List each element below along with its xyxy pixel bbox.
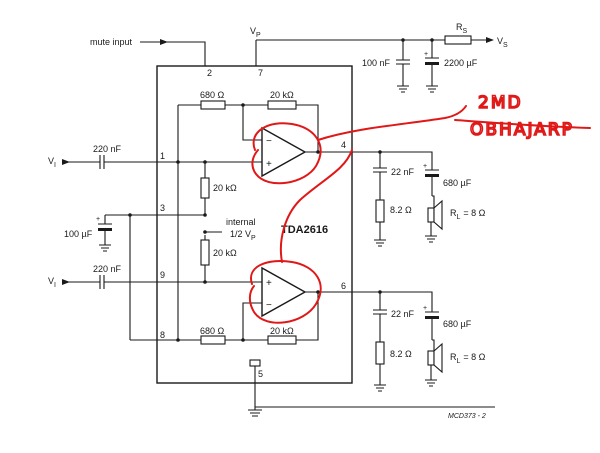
top-feedback-path: [178, 104, 319, 152]
opamp-bottom: [261, 266, 307, 318]
input-top: [62, 155, 262, 169]
red-annotation: [248, 105, 591, 324]
pin-7: 7: [258, 68, 263, 78]
svg-text:+: +: [423, 305, 427, 312]
res-82-top-label: 8.2 Ω: [390, 205, 412, 215]
cap-680u-top-label: 680 µF: [443, 178, 472, 188]
red-line-to-bottom: [279, 149, 353, 263]
pin-3: 3: [160, 203, 165, 213]
pin3-decoupling: +: [96, 213, 205, 252]
cap-2200u-label: 2200 µF: [444, 58, 478, 68]
resistor-20k-top: [267, 100, 297, 110]
top-inv-input: [242, 105, 262, 141]
resistor-20k-mid1: [200, 177, 210, 199]
mute-input-label: mute input: [90, 37, 133, 47]
res-20k-bottom-label: 20 kΩ: [270, 326, 294, 336]
half-vp-label: 1/2 VP: [230, 229, 256, 242]
resistor-rs: [444, 35, 472, 45]
red-underline: [454, 119, 591, 129]
opamp-bottom-minus: −: [266, 300, 272, 311]
opamp-top-minus: −: [266, 136, 272, 147]
drawing-code: MCD373 - 2: [448, 413, 486, 420]
internal-label: internal: [226, 217, 256, 227]
cap-100n-label: 100 nF: [362, 58, 391, 68]
resistor-680-top: [200, 100, 226, 110]
svg-text:+: +: [423, 163, 427, 170]
res-82-bottom-label: 8.2 Ω: [390, 349, 412, 359]
output-bottom-network: +: [373, 291, 443, 392]
res-20k-mid1-label: 20 kΩ: [213, 183, 237, 193]
svg-text:+: +: [96, 216, 100, 223]
red-circle-top-opamp: [251, 122, 322, 185]
red-annotation-line2: OBHAJARP: [470, 120, 574, 140]
svg-text:+: +: [424, 51, 428, 58]
chip-name: TDA2616: [281, 224, 328, 236]
cap-220n-bottom-label: 220 nF: [93, 264, 122, 274]
vp-label: VP: [250, 26, 261, 39]
resistor-20k-mid2: [200, 239, 210, 266]
red-line-to-label-top: [317, 105, 467, 141]
opamp-top-plus: +: [266, 159, 272, 170]
pin-4: 4: [341, 140, 346, 150]
res-680-bottom-label: 680 Ω: [200, 326, 225, 336]
opamp-top: [261, 126, 307, 178]
mute-input-line: [140, 39, 206, 66]
res-20k-mid2-label: 20 kΩ: [213, 248, 237, 258]
cap-220n-top-label: 220 nF: [93, 144, 122, 154]
res-20k-top-label: 20 kΩ: [270, 90, 294, 100]
rs-label: RS: [456, 22, 468, 35]
pin-2: 2: [207, 68, 212, 78]
rl-top-label: RL= 8 Ω: [450, 208, 486, 221]
resistor-680-bottom: [200, 335, 226, 345]
opamp-bottom-plus: +: [266, 278, 272, 289]
res-680-top-label: 680 Ω: [200, 90, 225, 100]
rl-bottom-label: RL= 8 Ω: [450, 352, 486, 365]
pin-1: 1: [160, 151, 165, 161]
vi-top-label: VI: [48, 156, 56, 169]
cap-680u-bottom-label: 680 µF: [443, 319, 472, 329]
pin5-ground: [248, 359, 495, 417]
cap-100u-label: 100 µF: [64, 229, 93, 239]
bottom-inv-input: [242, 302, 262, 340]
red-annotation-line1: 2MD: [478, 93, 523, 113]
pin-6: 6: [341, 281, 346, 291]
resistor-20k-bottom: [267, 335, 297, 345]
capacitor-2200u: +: [424, 40, 439, 93]
vi-bottom-label: VI: [48, 276, 56, 289]
vs-label: VS: [497, 36, 508, 49]
red-circle-bottom-opamp: [248, 260, 322, 324]
bottom-feedback-path: [130, 292, 319, 341]
pin-8: 8: [160, 330, 165, 340]
capacitor-100n: [396, 40, 410, 93]
pin-5: 5: [258, 369, 263, 379]
pin-9: 9: [160, 270, 165, 280]
cap-22n-top-label: 22 nF: [391, 167, 415, 177]
output-top-network: +: [373, 151, 443, 247]
cap-22n-bottom-label: 22 nF: [391, 309, 415, 319]
